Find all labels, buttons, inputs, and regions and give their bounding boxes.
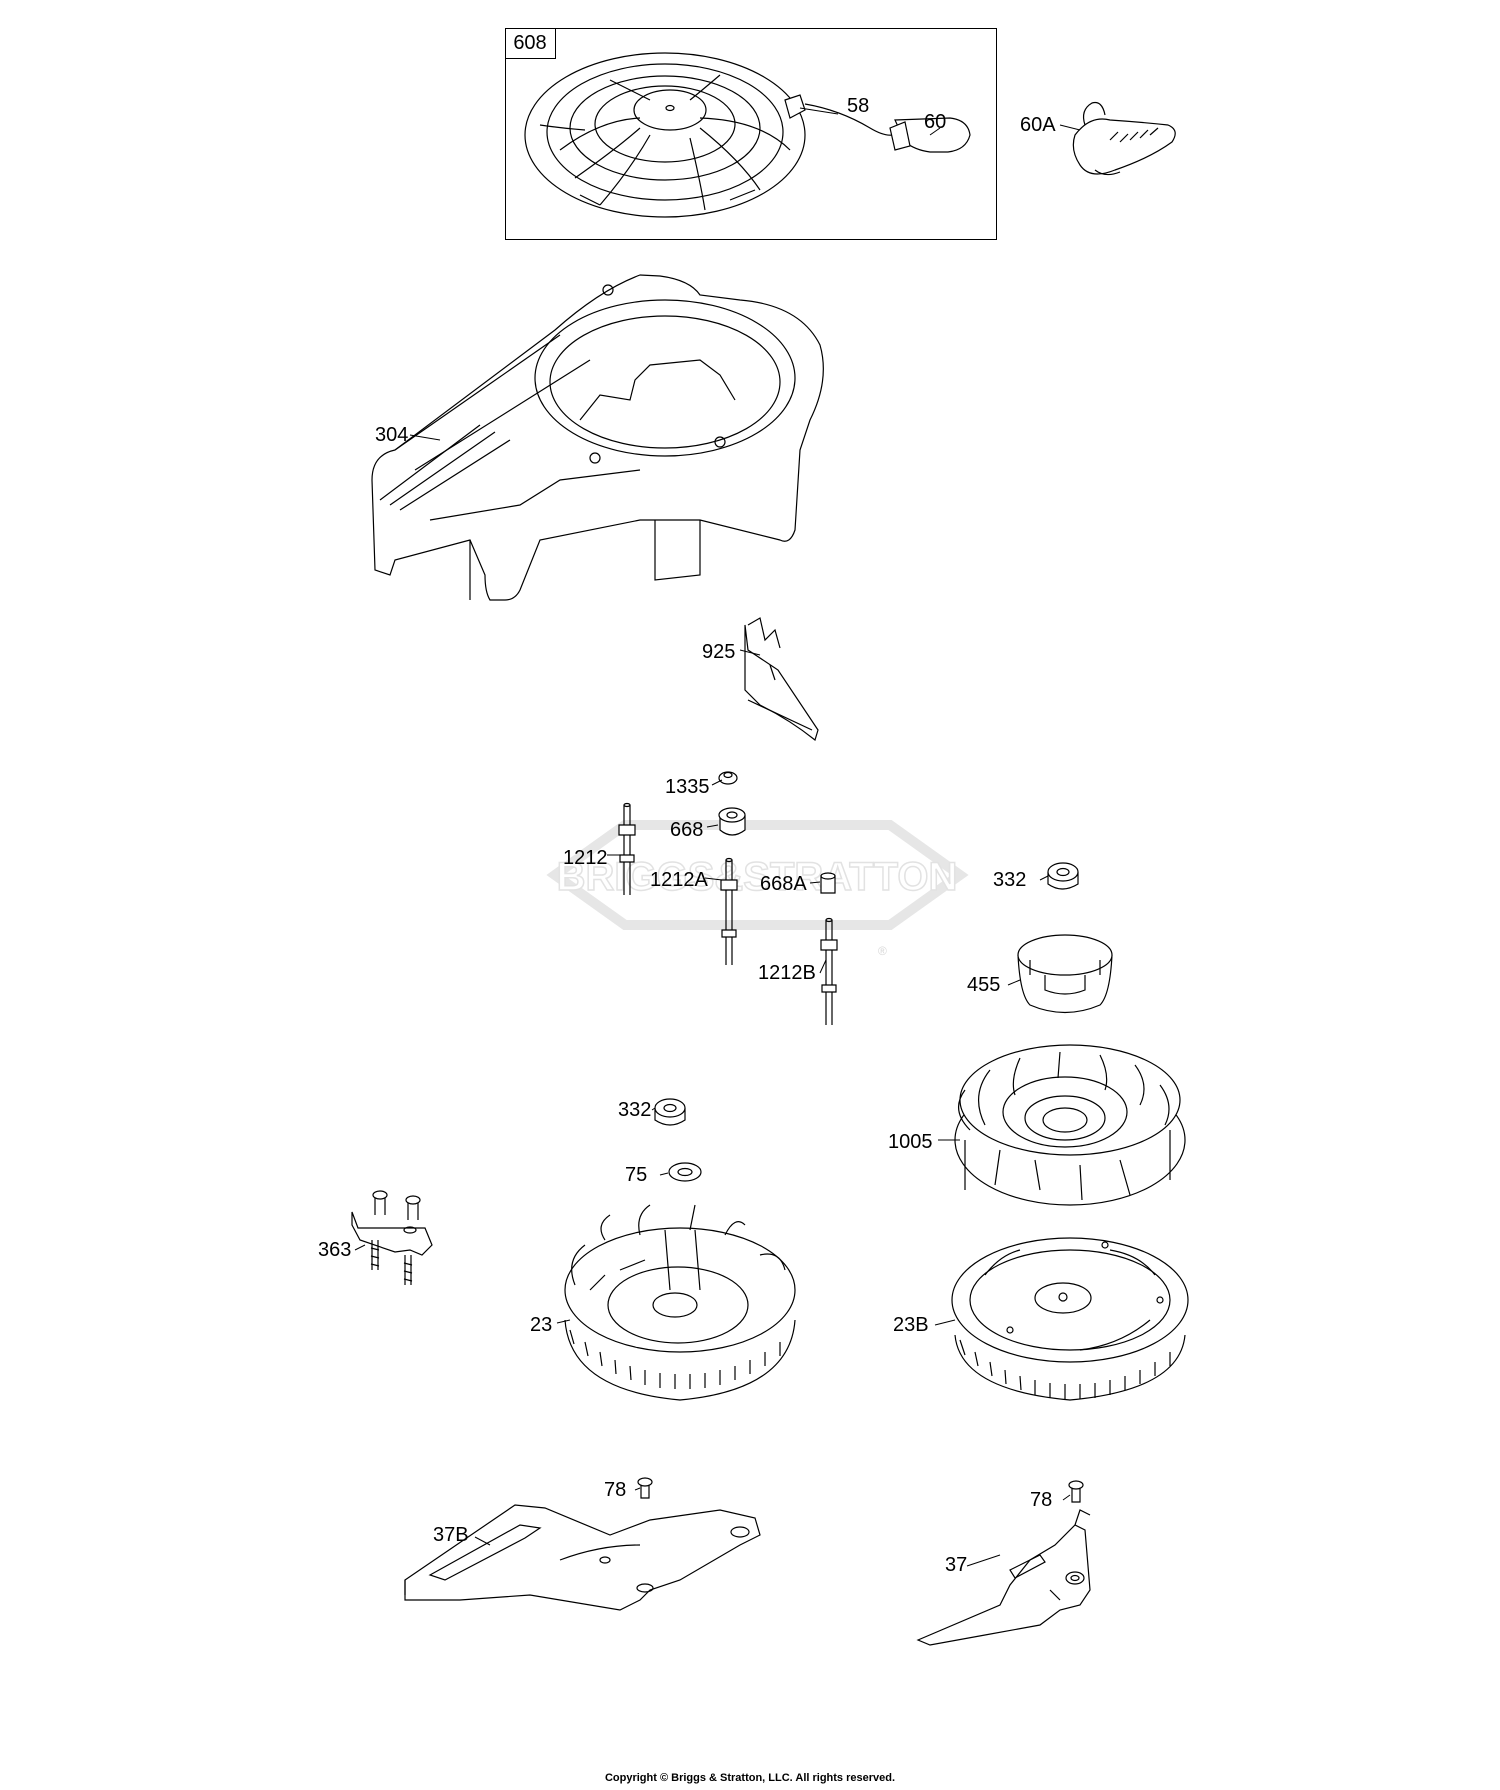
flywheel-23-drawing — [564, 1204, 796, 1401]
callout-1212b[interactable]: 1212B — [758, 962, 816, 984]
callout-332-upper[interactable]: 332 — [993, 869, 1027, 891]
washer-75-drawing — [668, 1162, 702, 1182]
callout-60[interactable]: 60 — [924, 111, 947, 133]
callout-304[interactable]: 304 — [375, 424, 409, 446]
flywheel-23b-drawing — [951, 1237, 1189, 1401]
callout-78-right[interactable]: 78 — [1030, 1489, 1053, 1511]
callout-23b[interactable]: 23B — [893, 1314, 929, 1336]
spacer-668a-drawing — [820, 872, 836, 894]
recoil-starter-drawing — [524, 52, 971, 218]
starter-handle-alt-drawing — [1072, 101, 1176, 176]
nut-1335-drawing — [718, 771, 738, 785]
callout-1335[interactable]: 1335 — [665, 776, 710, 798]
callout-668a[interactable]: 668A — [760, 873, 807, 895]
leader-lines — [354, 107, 1081, 1567]
fan-1005-drawing — [954, 1044, 1186, 1206]
bolt-78-left-drawing — [637, 1477, 653, 1499]
callout-58[interactable]: 58 — [847, 95, 870, 117]
stud-1212-drawing — [618, 802, 636, 895]
callout-75[interactable]: 75 — [625, 1164, 648, 1186]
callout-78-left[interactable]: 78 — [604, 1479, 627, 1501]
spacer-668-drawing — [718, 807, 746, 836]
callout-455[interactable]: 455 — [967, 974, 1001, 996]
bracket-363-drawing — [351, 1190, 433, 1285]
air-vane-drawing — [744, 617, 819, 742]
stud-1212a-drawing — [720, 857, 738, 965]
callout-60a[interactable]: 60A — [1020, 114, 1056, 136]
callout-37[interactable]: 37 — [945, 1554, 968, 1576]
callout-332-middle[interactable]: 332 — [618, 1099, 652, 1121]
callout-608[interactable]: 608 — [505, 28, 556, 59]
callout-1212a[interactable]: 1212A — [650, 869, 708, 891]
callout-668[interactable]: 668 — [670, 819, 704, 841]
bolt-78-right-drawing — [1068, 1480, 1084, 1503]
callout-1212[interactable]: 1212 — [563, 847, 608, 869]
watermark-registered-mark: ® — [878, 944, 887, 958]
blower-housing-drawing — [371, 274, 824, 601]
copyright-notice: Copyright © Briggs & Stratton, LLC. All … — [604, 1772, 896, 1784]
callout-363[interactable]: 363 — [318, 1239, 352, 1261]
callout-1005[interactable]: 1005 — [888, 1131, 933, 1153]
stud-1212b-drawing — [820, 917, 838, 1025]
callout-37b[interactable]: 37B — [433, 1524, 469, 1546]
callout-925[interactable]: 925 — [702, 641, 736, 663]
nut-332-upper-drawing — [1047, 862, 1079, 890]
brake-bracket-37b-drawing — [404, 1504, 761, 1611]
cup-455-drawing — [1017, 934, 1113, 1014]
nut-332-middle-drawing — [654, 1098, 686, 1126]
brake-bracket-37-drawing — [916, 1509, 1091, 1646]
recoil-starter-assembly-box — [505, 28, 997, 240]
callout-23[interactable]: 23 — [530, 1314, 553, 1336]
